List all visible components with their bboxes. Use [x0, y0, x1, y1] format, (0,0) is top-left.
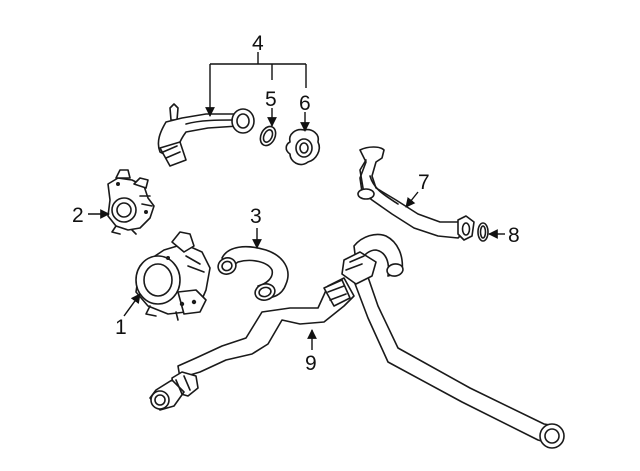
- callout-6: 6: [299, 92, 311, 115]
- o-ring-8[interactable]: [477, 222, 489, 242]
- leader-4: [205, 52, 307, 117]
- coolant-pipe-upper[interactable]: [157, 103, 255, 167]
- leader-1: [123, 293, 141, 317]
- flange-cover-6[interactable]: [285, 128, 321, 166]
- hose-3[interactable]: [216, 245, 289, 303]
- callout-4: 4: [252, 32, 264, 55]
- callout-7: 7: [418, 171, 430, 194]
- o-ring-5[interactable]: [257, 124, 278, 148]
- callout-5: 5: [265, 88, 277, 111]
- callout-8: 8: [508, 224, 520, 247]
- callout-2: 2: [72, 204, 84, 227]
- callout-3: 3: [250, 205, 262, 228]
- leader-7: [405, 191, 419, 208]
- callout-9: 9: [305, 352, 317, 375]
- thermostat-2[interactable]: [107, 169, 155, 235]
- callout-1: 1: [115, 316, 127, 339]
- coolant-pipe-9[interactable]: [149, 233, 565, 449]
- coolant-pipe-7[interactable]: [357, 146, 475, 241]
- water-pump-1[interactable]: [135, 231, 211, 321]
